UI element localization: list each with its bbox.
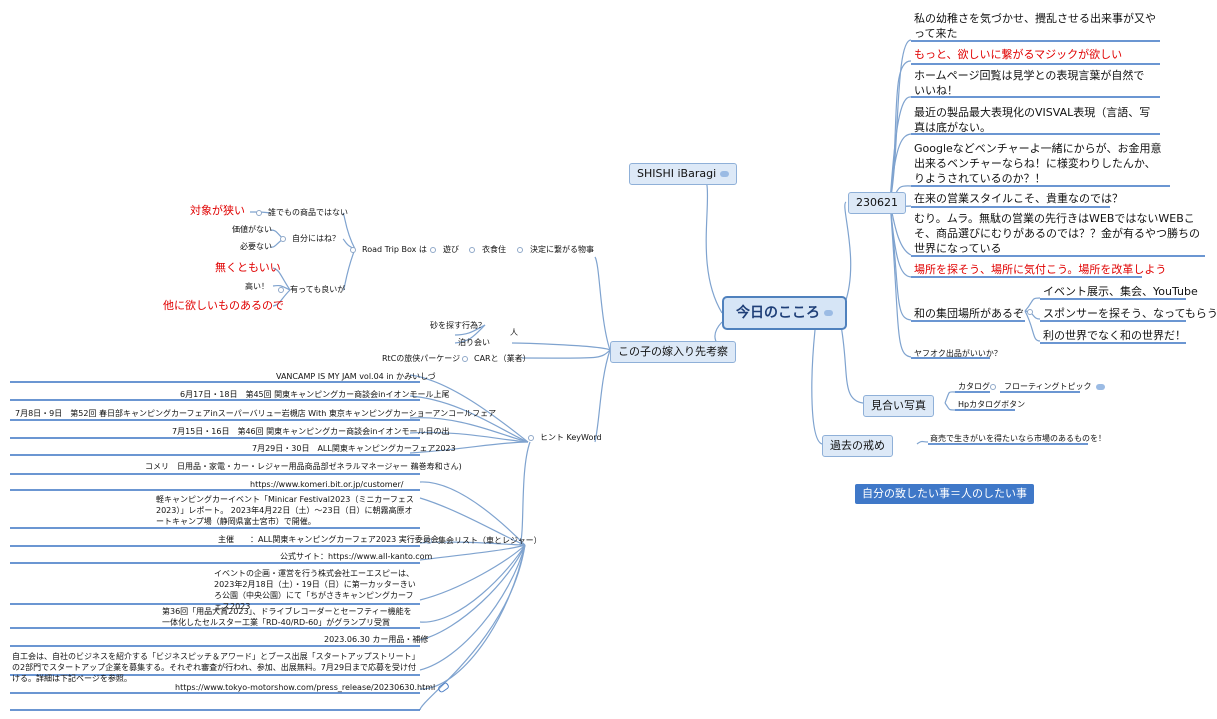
item-230621-3[interactable]: 最近の製品最大表現化のVISVAL表現（言語、写真は底がない。 bbox=[914, 106, 1151, 134]
collapse-dot[interactable] bbox=[256, 210, 262, 216]
collapse-dot[interactable] bbox=[528, 435, 534, 441]
wa-child-1[interactable]: スポンサーを探そう、なってもらう bbox=[1043, 307, 1217, 320]
collapse-dot[interactable] bbox=[278, 287, 284, 293]
ishoku[interactable]: 衣食住 bbox=[482, 245, 506, 254]
collapse-dot[interactable] bbox=[426, 538, 432, 544]
branch-230621[interactable]: 230621 bbox=[848, 192, 906, 214]
hitsuyo[interactable]: 必要ない bbox=[240, 242, 272, 251]
car[interactable]: CARと（業者） bbox=[474, 354, 531, 363]
wa-child-0[interactable]: イベント展示、集会、YouTube bbox=[1043, 285, 1198, 298]
kachi[interactable]: 価値がない bbox=[232, 225, 272, 234]
suna[interactable]: 砂を探す行為？ bbox=[430, 321, 486, 330]
hint-item-13[interactable]: 自工会は、自社のビジネスを紹介する「ビジネスピッチ＆アワード」とブース出展「スタ… bbox=[12, 652, 417, 683]
branch-shishi[interactable]: SHISHI iBaragi bbox=[629, 163, 738, 185]
taisho[interactable]: 対象が狭い bbox=[190, 204, 245, 217]
daredemo[interactable]: 誰でもの商品ではない bbox=[268, 208, 348, 217]
branch-kako[interactable]: 過去の戒め bbox=[822, 435, 893, 457]
branch-yomeiri[interactable]: この子の嫁入り先考察 bbox=[610, 341, 736, 363]
item-230621-9[interactable]: ヤフオク出品がいいか？ bbox=[914, 349, 1002, 358]
miai-catalog[interactable]: カタログ bbox=[958, 382, 990, 391]
takai[interactable]: 高い！ bbox=[245, 282, 269, 291]
rtc[interactable]: RtCの旅侠パーケージ bbox=[382, 354, 461, 363]
hoka[interactable]: 他に欲しいものあるので bbox=[163, 299, 284, 312]
hint-item-0[interactable]: VANCAMP IS MY JAM vol.04 in かみいしづ bbox=[276, 372, 436, 381]
collapse-dot[interactable] bbox=[517, 247, 523, 253]
collapse-dot[interactable] bbox=[1027, 309, 1033, 315]
hint-item-2[interactable]: 7月8日・9日 第52回 春日部キャンピングカーフェアinスーパーバリュー岩槻店… bbox=[15, 409, 497, 418]
naku[interactable]: 無くともいい bbox=[215, 261, 281, 274]
hint[interactable]: ヒント KeyWord bbox=[540, 433, 602, 442]
hint-item-6[interactable]: https://www.komeri.bit.or.jp/customer/ bbox=[250, 480, 404, 489]
collapse-dot[interactable] bbox=[469, 247, 475, 253]
hint-item-14[interactable]: https://www.tokyo-motorshow.com/press_re… bbox=[175, 681, 451, 694]
item-230621-6[interactable]: むり。ムラ。無駄の営業の先行きはWEBではないWEBこそ、商品選びにむりがあるの… bbox=[914, 212, 1200, 255]
root-topic[interactable]: 今日のこころ bbox=[722, 296, 847, 330]
miai-floating[interactable]: フローティングトピック bbox=[1004, 381, 1105, 392]
jibun[interactable]: 自分にはね？ bbox=[292, 234, 340, 243]
item-230621-4[interactable]: Googleなどベンチャーよ一緒にからが、お金用意出来るベンチャーならね！に様変… bbox=[914, 142, 1162, 185]
wish-callout[interactable]: 自分の致したい事＝人のしたい事 bbox=[855, 484, 1034, 504]
hint-item-4[interactable]: 7月29日・30日 ALL関東キャンピングカーフェア2023 bbox=[252, 444, 456, 453]
link-icon[interactable] bbox=[437, 681, 451, 694]
hint-item-11[interactable]: 第36回「用品大賞2023」、ドライブレコーダーとセーフティー機能を一体化したセ… bbox=[162, 607, 412, 627]
hint-item-10[interactable]: イベントの企画・運営を行う株式会社エーエスピーは、2023年2月18日（土）・1… bbox=[214, 569, 416, 611]
hint-item-9[interactable]: 公式サイト：https://www.all-kanto.com bbox=[280, 552, 433, 561]
hint-item-5[interactable]: コメリ 日用品・家電・カー・レジャー用品商品部ゼネラルマネージャー 鵜巻寿和さん… bbox=[145, 462, 462, 471]
asobi[interactable]: 遊び bbox=[443, 245, 459, 254]
note-icon bbox=[824, 310, 833, 316]
item-230621-5[interactable]: 在来の営業スタイルこそ、貴重なのでは？ bbox=[914, 192, 1123, 205]
branch-miai[interactable]: 見合い写真 bbox=[863, 395, 934, 417]
hito[interactable]: 人 bbox=[510, 328, 518, 337]
item-230621-1[interactable]: もっと、欲しいに繋がるマジックが欲しい bbox=[914, 48, 1123, 61]
hint-item-7[interactable]: 軽キャンピングカーイベント「Minicar Festival2023（ミニカーフ… bbox=[156, 495, 414, 526]
shukai[interactable]: 集会リスト（車とレジャー） bbox=[438, 536, 542, 545]
kettei[interactable]: 決定に繋がる物事 bbox=[530, 245, 594, 254]
tomari[interactable]: 泊り会い bbox=[458, 338, 490, 347]
hint-item-3[interactable]: 7月15日・16日 第46回 関東キャンピングカー商談会inイオンモール日の出 bbox=[172, 427, 450, 436]
hint-item-1[interactable]: 6月17日・18日 第45回 関東キャンピングカー商談会inイオンモール上尾 bbox=[180, 390, 450, 399]
roadtrip[interactable]: Road Trip Box は bbox=[362, 245, 427, 254]
item-230621-0[interactable]: 私の幼稚さを気づかせ、攪乱させる出来事が又やって来た bbox=[914, 12, 1156, 40]
note-icon bbox=[1095, 383, 1105, 390]
note-icon bbox=[720, 171, 730, 177]
item-230621-2[interactable]: ホームページ回覧は見学との表現言葉が自然でいいね！ bbox=[914, 69, 1145, 97]
hint-item-8[interactable]: 主催 ：ALL関東キャンピングカーフェア2023 実行委員会 bbox=[218, 535, 439, 544]
collapse-dot[interactable] bbox=[280, 236, 286, 242]
collapse-dot[interactable] bbox=[462, 356, 468, 362]
collapse-dot[interactable] bbox=[430, 247, 436, 253]
wa-child-2[interactable]: 利の世界でなく和の世界だ！ bbox=[1043, 329, 1186, 342]
collapse-dot[interactable] bbox=[990, 384, 996, 390]
collapse-dot[interactable] bbox=[350, 247, 356, 253]
item-230621-7[interactable]: 場所を探そう、場所に気付こう。場所を改革しよう bbox=[914, 263, 1167, 276]
item-230621-8[interactable]: 和の集団場所があるぞ bbox=[914, 307, 1024, 320]
atte[interactable]: 有っても良いが bbox=[290, 285, 346, 294]
miai-hp[interactable]: Hpカタログボタン bbox=[958, 400, 1026, 409]
kako-child[interactable]: 商売で生きがいを得たいなら市場のあるものを！ bbox=[930, 434, 1106, 443]
hint-item-12[interactable]: 2023.06.30 カー用品・補修 bbox=[324, 635, 429, 644]
